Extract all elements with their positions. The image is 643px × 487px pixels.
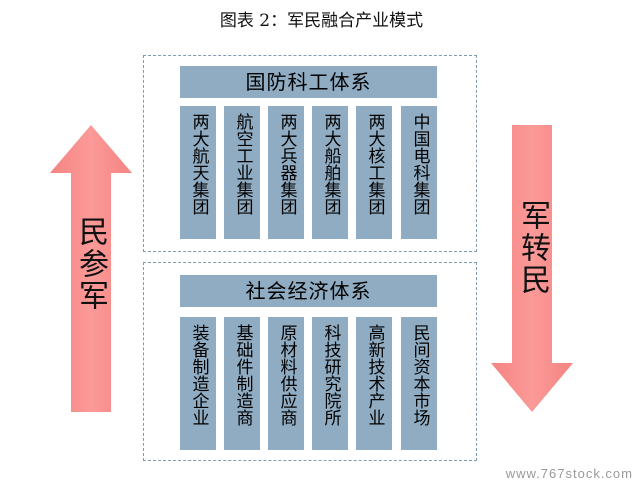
defense-system-group: 国防科工体系 两大航天集团 航空工业集团 两大兵器集团 两大船舶集团 两大核工集… [143, 55, 477, 252]
watermark: www.767stock.com [505, 466, 633, 481]
social-item-materials: 原材料供应商 [268, 317, 304, 450]
social-item-components: 基础件制造商 [224, 317, 260, 450]
social-item-capital: 民间资本市场 [401, 317, 437, 450]
defense-item-aerospace: 两大航天集团 [180, 106, 216, 239]
defense-item-cetc: 中国电科集团 [401, 106, 437, 239]
defense-system-header: 国防科工体系 [180, 66, 437, 98]
defense-item-nuclear: 两大核工集团 [356, 106, 392, 239]
right-arrow-label: 军转民 [515, 200, 550, 296]
figure-title: 图表 2：军民融合产业模式 [219, 11, 424, 31]
social-item-hightech: 高新技术产业 [356, 317, 392, 450]
left-up-arrow [50, 125, 132, 412]
social-economy-header-text: 社会经济体系 [245, 279, 372, 303]
social-economy-group: 社会经济体系 装备制造企业 基础件制造商 原材料供应商 科技研究院所 高新技术产… [143, 262, 477, 461]
defense-item-shipbuilding: 两大船舶集团 [312, 106, 348, 239]
social-economy-header: 社会经济体系 [180, 275, 437, 307]
right-down-arrow [491, 125, 573, 412]
left-arrow-label: 民参军 [73, 216, 108, 312]
social-item-equipment: 装备制造企业 [180, 317, 216, 450]
defense-system-columns: 两大航天集团 航空工业集团 两大兵器集团 两大船舶集团 两大核工集团 中国电科集… [180, 106, 437, 241]
defense-system-header-text: 国防科工体系 [245, 70, 372, 94]
defense-item-ordnance: 两大兵器集团 [268, 106, 304, 239]
social-economy-columns: 装备制造企业 基础件制造商 原材料供应商 科技研究院所 高新技术产业 民间资本市… [180, 317, 437, 452]
defense-item-aviation: 航空工业集团 [224, 106, 260, 239]
social-item-research: 科技研究院所 [312, 317, 348, 450]
